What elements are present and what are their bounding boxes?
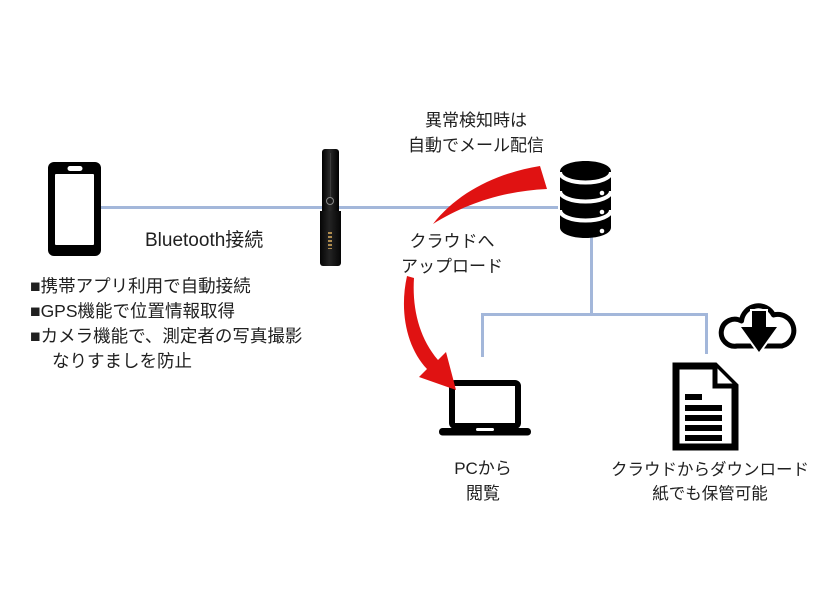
laptop-icon bbox=[439, 380, 531, 436]
document-line-2 bbox=[685, 415, 722, 421]
document-fold bbox=[712, 366, 735, 389]
feature-item-gps: ■GPS機能で位置情報取得 bbox=[30, 301, 236, 321]
cloud-upload-line1: クラウドへ bbox=[409, 232, 495, 251]
alert-mail-line2: 自動でメール配信 bbox=[408, 136, 544, 155]
database-separator-3 bbox=[558, 209, 613, 223]
feature-item-auto-connect: ■携帯アプリ利用で自動接続 bbox=[30, 276, 251, 296]
red-curved-arrow-down bbox=[403, 276, 456, 390]
connector-tree-horizontal bbox=[481, 313, 708, 316]
pc-view-label: PCから 閲覧 bbox=[433, 456, 533, 506]
connector-drop-to-document bbox=[705, 313, 708, 354]
database-dot-2 bbox=[599, 209, 605, 215]
alert-mail-line1: 異常検知時は bbox=[425, 111, 527, 130]
connector-drop-to-laptop bbox=[481, 313, 484, 357]
document-line-1 bbox=[685, 405, 722, 411]
cloud-upload-label: クラウドへ アップロード bbox=[392, 229, 512, 279]
database-dot-3 bbox=[599, 228, 605, 234]
feature-item-anti-spoofing: なりすましを防止 bbox=[52, 351, 192, 371]
phone-speaker bbox=[67, 166, 82, 171]
document-line-3 bbox=[685, 425, 722, 431]
laptop-notch bbox=[476, 428, 494, 431]
document-icon bbox=[672, 362, 739, 451]
document-line-short bbox=[685, 394, 702, 400]
cloud-upload-line2: アップロード bbox=[401, 257, 503, 276]
bluetooth-label: Bluetooth接続 bbox=[145, 230, 264, 251]
pc-view-line1: PCから bbox=[454, 459, 512, 478]
feature-item-camera: ■カメラ機能で、測定者の写真撮影 bbox=[30, 326, 303, 346]
database-separator-1 bbox=[558, 171, 613, 185]
cloud-download-line2: 紙でも保管可能 bbox=[652, 485, 768, 503]
device-brand-text bbox=[328, 232, 332, 249]
cloud-download-line1: クラウドからダウンロード bbox=[611, 461, 809, 479]
phone-screen bbox=[55, 174, 94, 245]
cloud-download-label: クラウドからダウンロード 紙でも保管可能 bbox=[598, 458, 822, 506]
database-dot-1 bbox=[599, 190, 605, 196]
download-arrow bbox=[737, 309, 781, 356]
laptop-screen bbox=[449, 380, 521, 429]
pc-view-line2: 閲覧 bbox=[466, 484, 500, 503]
device-button bbox=[326, 197, 334, 205]
laptop-base bbox=[439, 428, 531, 436]
database-separator-2 bbox=[558, 190, 613, 204]
alert-mail-label: 異常検知時は 自動でメール配信 bbox=[386, 108, 566, 158]
red-curved-arrow-up bbox=[433, 166, 547, 224]
document-line-4 bbox=[685, 435, 722, 441]
feature-list: ■携帯アプリ利用で自動接続 ■GPS機能で位置情報取得 ■カメラ機能で、測定者の… bbox=[30, 274, 302, 374]
device-seam bbox=[330, 153, 331, 203]
database-icon bbox=[558, 161, 613, 238]
smartphone-icon bbox=[48, 162, 101, 256]
cloud-download-icon bbox=[718, 303, 797, 356]
connector-database-drop bbox=[590, 237, 593, 315]
breathalyzer-device-icon bbox=[320, 149, 341, 266]
